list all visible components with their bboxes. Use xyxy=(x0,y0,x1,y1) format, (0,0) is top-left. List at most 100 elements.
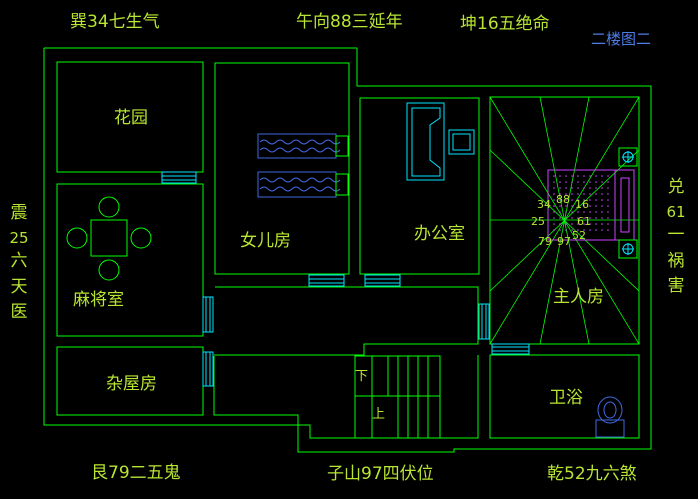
bedspread-dot xyxy=(553,175,555,177)
room-label-garden: 花园 xyxy=(114,108,148,128)
bedspread-dot xyxy=(607,211,609,213)
bedspread-dot xyxy=(583,175,585,177)
bedspread-dot xyxy=(571,181,573,183)
right-char: 61 xyxy=(666,202,686,221)
bedspread-dot xyxy=(553,205,555,207)
bedspread-dot xyxy=(607,205,609,207)
bedspread-dot xyxy=(577,181,579,183)
bedspread-dot xyxy=(565,211,567,213)
diagram-title: 二楼图二 xyxy=(591,30,652,48)
bedspread-dot xyxy=(577,217,579,219)
label-direction-bottom-right: 乾52九六煞 xyxy=(547,464,637,484)
bedspread-dot xyxy=(559,187,561,189)
bedspread-dot xyxy=(559,211,561,213)
bedspread-dot xyxy=(583,187,585,189)
left-char: 天 xyxy=(10,276,28,297)
bedspread-dot xyxy=(589,175,591,177)
office-chair xyxy=(448,129,475,155)
room-bathroom xyxy=(489,354,640,439)
grid-number: 16 xyxy=(575,198,589,211)
outer-wall xyxy=(43,47,652,453)
left-char: 医 xyxy=(10,302,28,322)
bedspread-dot xyxy=(589,199,591,201)
bedspread-dot xyxy=(595,217,597,219)
room-office xyxy=(359,97,480,275)
left-char: 震 xyxy=(10,203,28,223)
bedspread-dot xyxy=(577,229,579,231)
bedspread-dot xyxy=(601,175,603,177)
bedspread-dot xyxy=(595,187,597,189)
right-char: 祸 xyxy=(667,250,685,271)
nightstand-bottom xyxy=(618,239,638,259)
bedspread-dot xyxy=(607,199,609,201)
bedspread-dot xyxy=(589,187,591,189)
door-daughter xyxy=(308,274,345,287)
door-garden xyxy=(161,171,197,184)
stair-label-down: 下 xyxy=(355,369,369,384)
bedspread-dot xyxy=(577,175,579,177)
label-direction-top-center: 午向88三延年 xyxy=(296,12,403,32)
bedspread-dot xyxy=(607,193,609,195)
bedspread-dot xyxy=(583,223,585,225)
bedspread-dot xyxy=(601,217,603,219)
bedspread-dot xyxy=(595,199,597,201)
master-bed xyxy=(547,147,638,259)
grid-number: 97 xyxy=(557,235,571,248)
grid-number: 88 xyxy=(556,193,570,206)
right-char: 害 xyxy=(667,276,685,296)
doors xyxy=(161,171,530,387)
bedspread-dot xyxy=(577,193,579,195)
right-char: 兑 xyxy=(667,177,685,197)
bedspread-dot xyxy=(589,193,591,195)
bedspread-dot xyxy=(607,229,609,231)
bedspread-dot xyxy=(571,217,573,219)
grid-number: 25 xyxy=(531,215,545,228)
stair-label-up: 上 xyxy=(372,407,386,422)
bedspread-dot xyxy=(577,205,579,207)
bedspread-dot xyxy=(589,229,591,231)
door-master xyxy=(478,303,490,340)
grid-number: 52 xyxy=(572,229,586,242)
bedspread-dot xyxy=(565,223,567,225)
bedspread-dot xyxy=(601,199,603,201)
bedspread-dot xyxy=(583,193,585,195)
nightstand-top xyxy=(618,147,638,167)
bedspread-dot xyxy=(559,217,561,219)
bedspread-dot xyxy=(583,217,585,219)
bedspread-dot xyxy=(583,205,585,207)
hall-wall xyxy=(214,286,479,356)
door-mahjong xyxy=(202,296,214,333)
bedspread-dot xyxy=(601,181,603,183)
bedspread-dot xyxy=(595,175,597,177)
bedspread-dot xyxy=(565,199,567,201)
label-direction-top-left: 巽34七生气 xyxy=(70,12,160,32)
bedspread-dot xyxy=(601,229,603,231)
bedspread-dot xyxy=(559,223,561,225)
bedspread-dot xyxy=(601,223,603,225)
bedspread-dot xyxy=(577,187,579,189)
bed-pillows xyxy=(335,135,349,196)
feng-shui-rays xyxy=(489,96,640,345)
bedspread-dot xyxy=(595,205,597,207)
bedspread-dot xyxy=(577,223,579,225)
bedspread-dot xyxy=(607,223,609,225)
bedspread-dot xyxy=(565,193,567,195)
bedspread-dot xyxy=(583,199,585,201)
mahjong-table xyxy=(66,196,152,281)
bedspread-dot xyxy=(571,205,573,207)
room-master xyxy=(489,96,640,345)
bedspread-dot xyxy=(559,175,561,177)
bedspread-dot xyxy=(607,175,609,177)
bedspread-dot xyxy=(565,187,567,189)
bedspread-dot xyxy=(565,217,567,219)
bedspread-dot xyxy=(565,229,567,231)
bedspread-dot xyxy=(553,217,555,219)
bedspread-dot xyxy=(553,187,555,189)
room-label-mahjong: 麻将室 xyxy=(73,290,124,310)
room-label-bathroom: 卫浴 xyxy=(549,388,583,408)
bedspread-dot xyxy=(601,205,603,207)
bedspread-dot xyxy=(553,229,555,231)
room-label-office: 办公室 xyxy=(414,224,465,244)
bedspread-dot xyxy=(595,181,597,183)
hall-right-wall xyxy=(440,355,479,439)
